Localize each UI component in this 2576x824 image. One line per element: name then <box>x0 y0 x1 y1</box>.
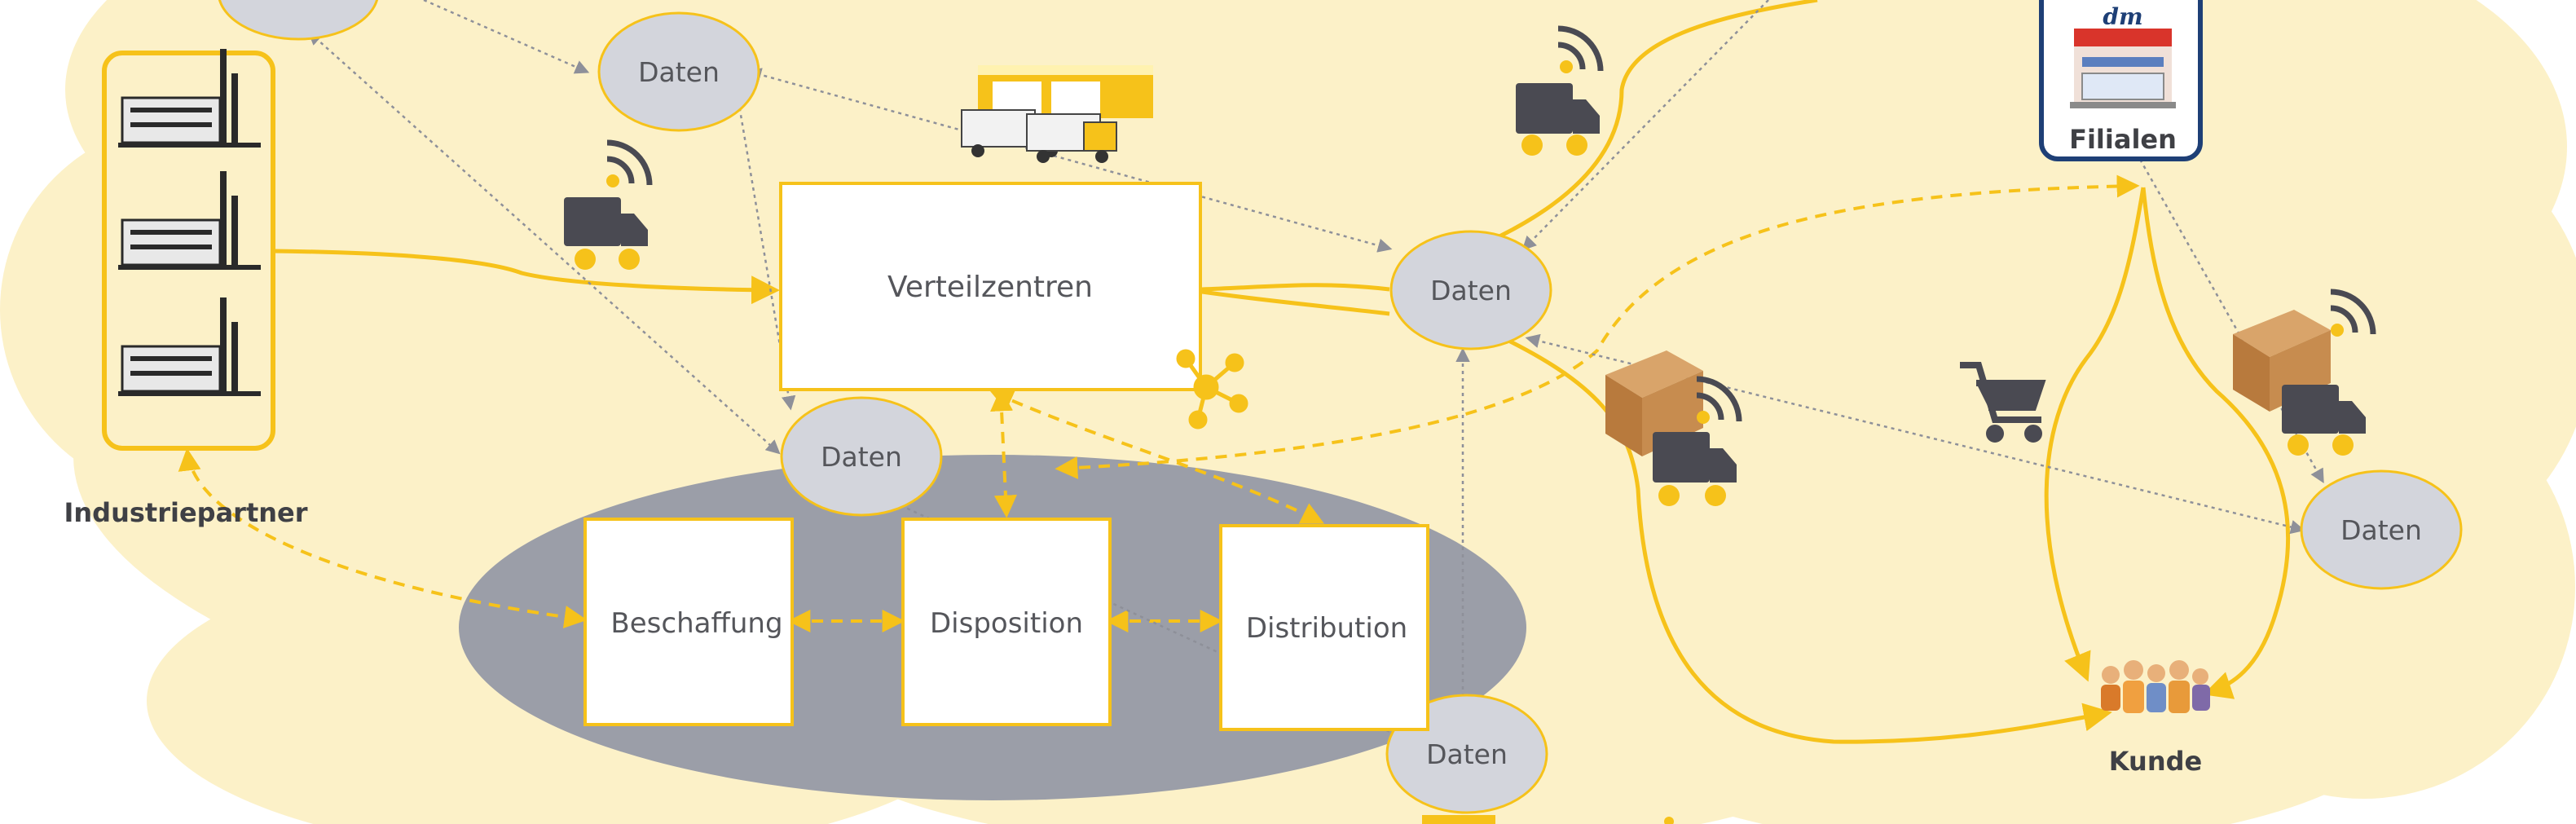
store-label: Filialen <box>2069 124 2177 155</box>
bottom-accent-dot <box>1664 817 1674 824</box>
industry-partner-label: Industriepartner <box>64 497 307 528</box>
data-node-label: Daten <box>1430 275 1512 306</box>
data-node-top: Daten <box>597 11 760 132</box>
data-node-label: Daten <box>638 56 720 88</box>
data-node-left: Daten <box>780 396 943 517</box>
process-box-procurement: Beschaffung <box>583 518 794 726</box>
factory-icon <box>118 297 261 396</box>
process-box-distribution: Distribution <box>1219 524 1429 731</box>
bottom-accent-mark <box>1422 815 1495 824</box>
data-node-label: Daten <box>821 441 902 473</box>
process-label: Disposition <box>930 607 1083 640</box>
data-node-right: Daten <box>2300 469 2463 590</box>
distribution-center-label: Verteilzentren <box>887 271 1093 304</box>
store-logo: dm <box>2103 3 2142 30</box>
factory-icon <box>118 49 261 148</box>
customers-icon <box>2101 660 2210 713</box>
industry-partner-group <box>102 49 275 451</box>
data-node-top-left-partial <box>218 0 379 41</box>
parcel-truck-icon <box>1605 350 1742 506</box>
customer-label: Kunde <box>2109 746 2202 777</box>
parcel-truck-icon <box>2233 289 2376 456</box>
network-icon <box>1176 349 1248 430</box>
distribution-center-box: Verteilzentren <box>779 182 1248 430</box>
truck-signal-icon <box>1516 25 1604 156</box>
data-node-label: Daten <box>2340 514 2422 546</box>
process-label: Distribution <box>1246 612 1407 645</box>
process-label: Beschaffung <box>610 607 782 640</box>
shopping-cart-icon <box>1960 362 2046 443</box>
data-node-label: Daten <box>1426 738 1508 770</box>
process-box-disposition: Disposition <box>901 518 1112 726</box>
warehouse-trucks-icon <box>961 65 1153 163</box>
data-node-center: Daten <box>1389 230 1552 350</box>
factory-icon <box>118 171 261 270</box>
store-icon <box>2070 29 2176 108</box>
store-group: dm Filialen <box>2039 0 2203 161</box>
truck-signal-icon <box>564 139 653 270</box>
